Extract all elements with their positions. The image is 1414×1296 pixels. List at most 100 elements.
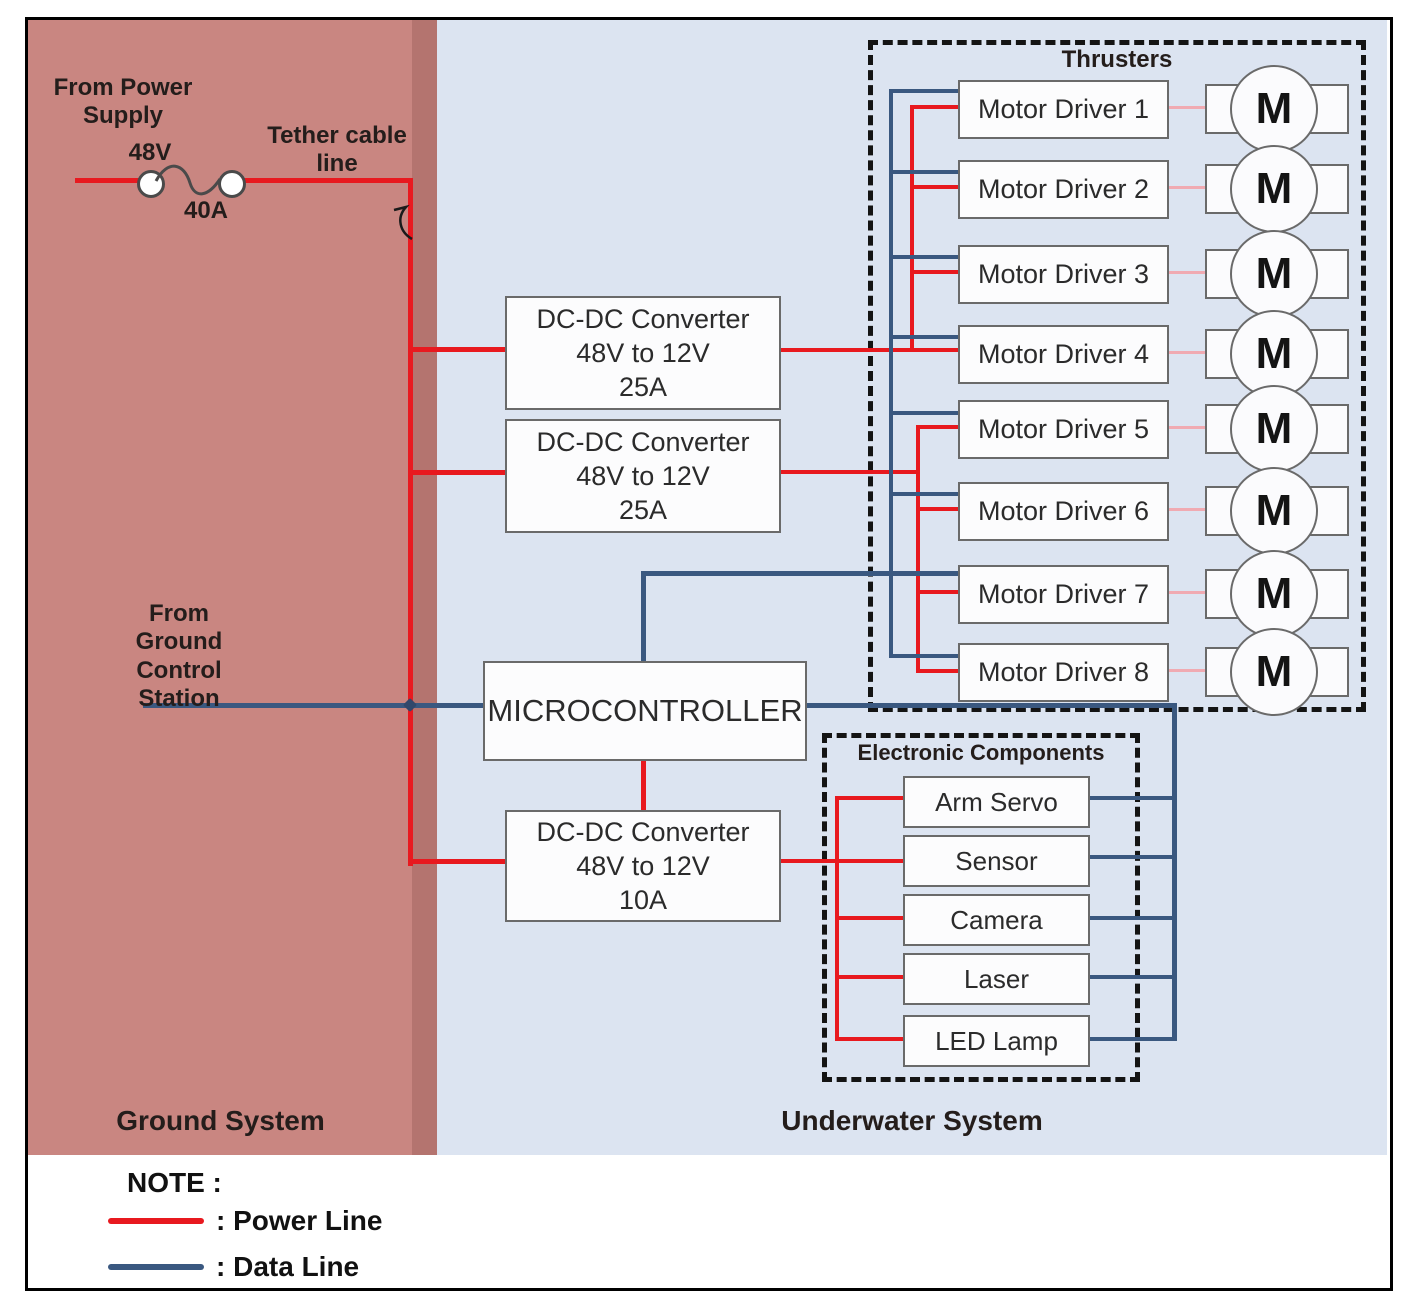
power-line-segment <box>916 507 958 511</box>
power-line-segment <box>238 178 413 183</box>
data-line-segment <box>1086 916 1174 920</box>
converter-conversion: 48V to 12V <box>576 461 710 491</box>
power-line-segment <box>910 105 914 352</box>
converter-rating: 25A <box>618 495 668 525</box>
data-line-segment <box>641 571 646 663</box>
motor-icon: M <box>1230 628 1318 716</box>
power-line-segment <box>916 425 958 429</box>
motor-link-line <box>1165 508 1205 511</box>
dc-dc-converter-3: DC-DC Converter 48V to 12V 10A <box>505 810 781 922</box>
motor-letter: M <box>1255 164 1293 213</box>
motor-letter: M <box>1255 84 1293 133</box>
fuse-wire-icon <box>154 164 222 196</box>
motor-driver-box: Motor Driver 3 <box>958 245 1169 304</box>
motor-icon: M <box>1230 310 1318 398</box>
power-line-segment <box>835 975 903 979</box>
converter-rating: 10A <box>618 885 668 915</box>
converter-title: DC-DC Converter <box>536 304 750 334</box>
power-line-segment <box>835 916 903 920</box>
microcontroller-label: MICROCONTROLLER <box>487 693 803 728</box>
tether-cable-label: Tether cable line <box>267 122 407 178</box>
fuse-terminal-icon <box>137 170 165 198</box>
motor-driver-label: Motor Driver 2 <box>977 174 1150 204</box>
power-line-segment <box>75 178 140 183</box>
motor-icon: M <box>1230 385 1318 473</box>
motor-link-line <box>1165 271 1205 274</box>
motor-letter: M <box>1255 647 1293 696</box>
motor-link-line <box>1165 186 1205 189</box>
legend-data-label: : Data Line <box>216 1251 360 1282</box>
motor-driver-box: Motor Driver 6 <box>958 482 1169 541</box>
current-label: 40A <box>183 197 229 224</box>
ground-system-region <box>28 20 437 1155</box>
power-line-segment <box>916 669 958 673</box>
power-line-segment <box>410 347 505 352</box>
power-line-segment <box>777 859 903 863</box>
power-line-legend-swatch <box>108 1218 204 1224</box>
data-line-segment <box>889 170 958 174</box>
power-line-segment <box>408 178 413 866</box>
component-label: LED Lamp <box>935 1025 1058 1056</box>
motor-driver-box: Motor Driver 5 <box>958 400 1169 459</box>
power-line-segment <box>777 470 920 474</box>
power-line-segment <box>835 796 903 800</box>
thrusters-group-title: Thrusters <box>1061 46 1173 73</box>
ground-control-label: From Ground Control Station <box>135 600 223 712</box>
legend-heading: NOTE : <box>127 1167 222 1198</box>
motor-driver-label: Motor Driver 1 <box>977 94 1150 124</box>
component-label: Camera <box>950 904 1043 935</box>
motor-driver-box: Motor Driver 4 <box>958 325 1169 384</box>
data-line-segment <box>889 335 958 339</box>
electronic-components-group-box <box>822 733 1140 1082</box>
motor-letter: M <box>1255 249 1293 298</box>
power-line-segment <box>916 590 958 594</box>
motor-link-line <box>1165 351 1205 354</box>
power-line-segment <box>916 425 920 673</box>
data-line-segment <box>1086 796 1174 800</box>
component-label: Arm Servo <box>935 786 1058 817</box>
data-line-segment <box>803 703 1177 708</box>
data-line-segment <box>1172 703 1177 1041</box>
component-box: Laser <box>903 953 1090 1005</box>
voltage-label: 48V <box>128 139 172 166</box>
power-line-segment <box>641 757 646 810</box>
motor-driver-label: Motor Driver 8 <box>977 657 1150 687</box>
motor-link-line <box>1165 426 1205 429</box>
data-line-segment <box>889 411 958 415</box>
motor-link-line <box>1165 591 1205 594</box>
motor-link-line <box>1165 106 1205 109</box>
motor-icon: M <box>1230 145 1318 233</box>
microcontroller-box: MICROCONTROLLER <box>483 661 807 761</box>
motor-letter: M <box>1255 569 1293 618</box>
data-line-segment <box>889 654 958 658</box>
motor-driver-label: Motor Driver 4 <box>977 339 1150 369</box>
thrusters-group-box <box>868 40 1366 712</box>
underwater-system-label: Underwater System <box>781 1105 1043 1136</box>
data-line-segment <box>1086 975 1174 979</box>
motor-driver-box: Motor Driver 1 <box>958 80 1169 139</box>
motor-driver-label: Motor Driver 5 <box>977 414 1150 444</box>
converter-rating: 25A <box>618 372 668 402</box>
component-box: Arm Servo <box>903 776 1090 828</box>
electronic-components-group-title: Electronic Components <box>857 740 1105 765</box>
data-line-segment <box>1086 1037 1174 1041</box>
power-line-segment <box>910 105 958 109</box>
fuse-terminal-icon <box>218 170 246 198</box>
motor-letter: M <box>1255 486 1293 535</box>
power-line-segment <box>910 270 958 274</box>
power-line-segment <box>410 859 505 864</box>
motor-driver-box: Motor Driver 8 <box>958 643 1169 702</box>
power-line-segment <box>835 1037 903 1041</box>
motor-driver-label: Motor Driver 7 <box>977 579 1150 609</box>
motor-letter: M <box>1255 329 1293 378</box>
data-line-segment <box>889 89 893 658</box>
data-line-legend-swatch <box>108 1264 204 1270</box>
motor-icon: M <box>1230 467 1318 555</box>
converter-title: DC-DC Converter <box>536 427 750 457</box>
power-line-segment <box>777 348 958 352</box>
motor-driver-box: Motor Driver 7 <box>958 565 1169 624</box>
power-line-segment <box>910 185 958 189</box>
power-supply-label: From Power Supply <box>53 74 193 130</box>
legend-power-label: : Power Line <box>216 1205 383 1236</box>
ground-system-label: Ground System <box>116 1105 325 1136</box>
